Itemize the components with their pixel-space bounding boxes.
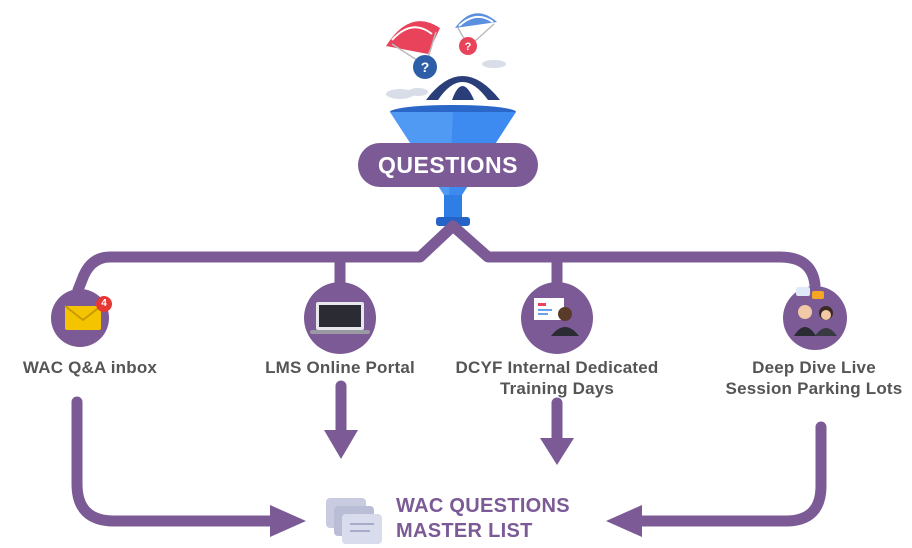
laptop-icon <box>310 302 370 334</box>
source-label-line1: LMS Online Portal <box>265 358 415 377</box>
parachute-blue-small-icon: ? <box>455 13 497 55</box>
presenter-icon <box>534 298 579 336</box>
document-stack-icon <box>326 498 382 544</box>
svg-text:?: ? <box>421 59 430 75</box>
source-label-line2: Training Days <box>499 379 615 398</box>
source-label-deep-dive: Deep Dive Live Session Parking Lots <box>716 357 912 399</box>
master-list-line1: WAC QUESTIONS <box>396 495 570 517</box>
svg-text:?: ? <box>465 41 472 53</box>
envelope-icon <box>64 305 102 330</box>
source-label-dcyf: DCYF Internal Dedicated Training Days <box>437 357 677 399</box>
source-label-line2: Session Parking Lots <box>725 379 903 398</box>
parachute-red-icon: ? <box>386 21 440 79</box>
people-icon <box>794 287 837 336</box>
parachute-navy-icon <box>386 60 506 100</box>
source-label-line1: WAC Q&A inbox <box>22 358 158 377</box>
arrowhead-right <box>606 505 642 537</box>
branch-connectors <box>71 220 827 527</box>
arrowheads <box>270 430 642 537</box>
master-list-line2: MASTER LIST <box>396 520 533 542</box>
notification-badge: 4 <box>96 296 112 312</box>
arrowhead-lms <box>324 430 358 459</box>
master-list-title: WAC QUESTIONS MASTER LIST <box>396 494 616 544</box>
arrowhead-left <box>270 505 306 537</box>
source-label-wac-inbox: WAC Q&A inbox <box>0 357 180 378</box>
source-label-line1: DCYF Internal Dedicated <box>455 358 659 377</box>
source-label-lms: LMS Online Portal <box>240 357 440 378</box>
funnel-title: QUESTIONS <box>358 143 538 187</box>
source-label-line1: Deep Dive Live <box>752 358 876 377</box>
arrowhead-dcyf <box>540 438 574 465</box>
